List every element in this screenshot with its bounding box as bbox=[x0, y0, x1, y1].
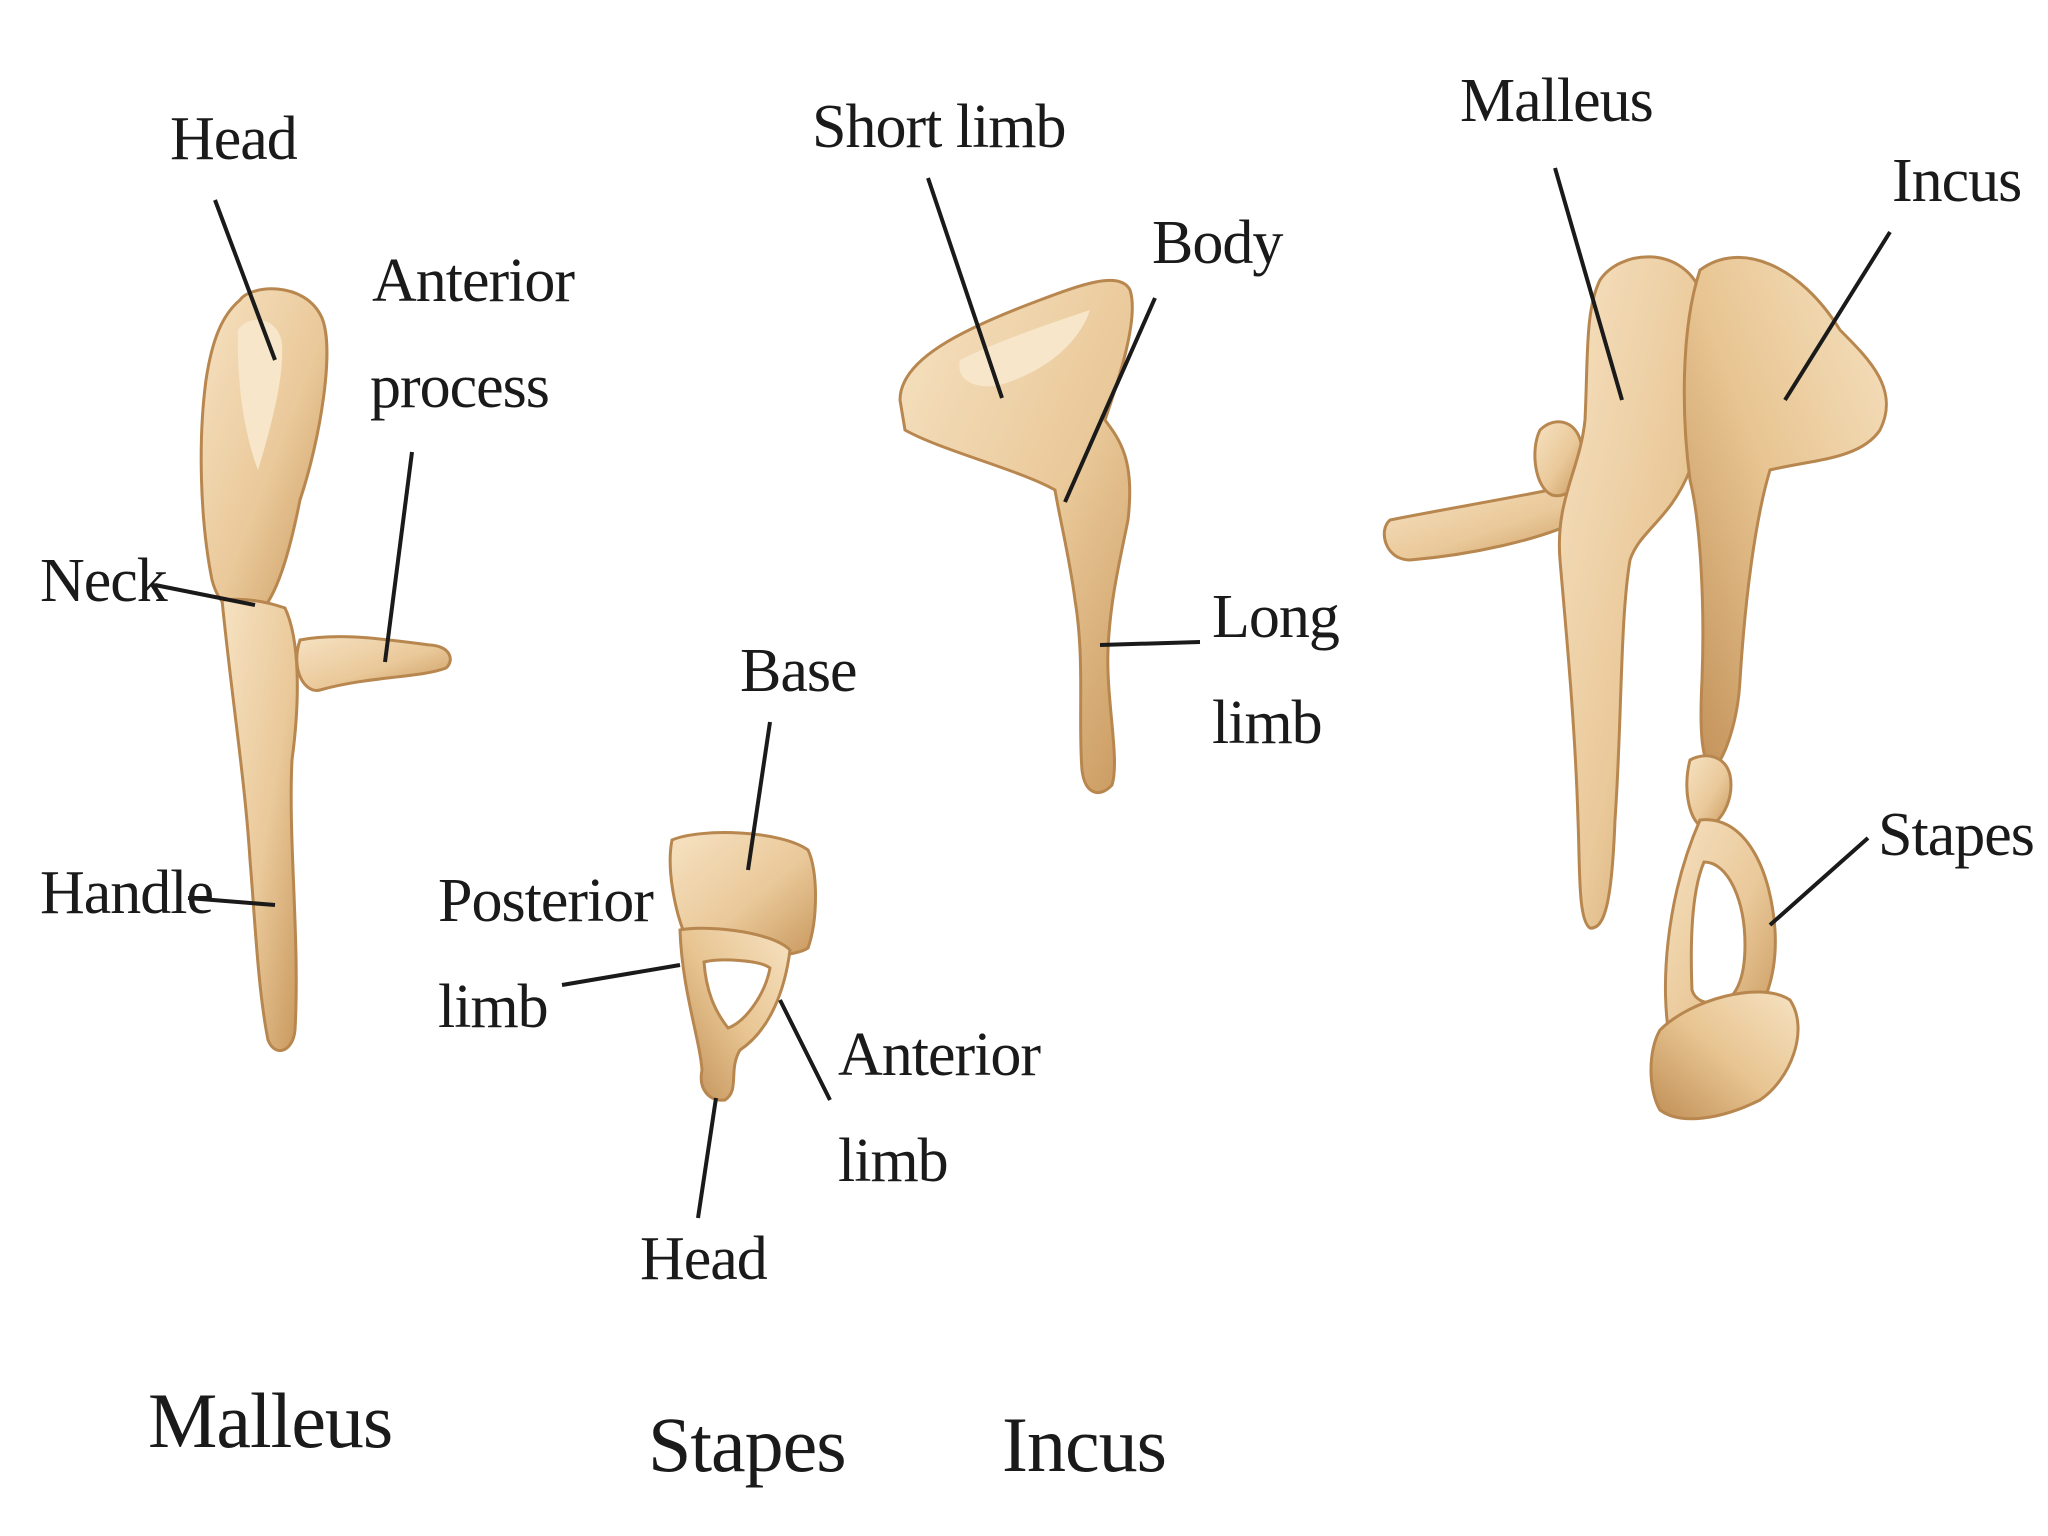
label-malleus-neck: Neck bbox=[40, 547, 168, 615]
label-malleus-handle: Handle bbox=[40, 859, 214, 927]
label-stapes-base: Base bbox=[740, 637, 858, 705]
label-incus-body: Body bbox=[1152, 209, 1283, 277]
label-stapes-posterior-limb-line2: limb bbox=[438, 973, 549, 1041]
caption-incus: Incus bbox=[1002, 1401, 1167, 1488]
caption-malleus: Malleus bbox=[148, 1377, 393, 1464]
leader-incus-body bbox=[1063, 297, 1157, 503]
leader-malleus-handle bbox=[187, 896, 276, 907]
label-malleus-anterior-process-line1: Anterior bbox=[372, 247, 575, 315]
leader-stapes-anterior-limb bbox=[778, 999, 832, 1101]
leader-malleus-neck bbox=[154, 583, 256, 607]
articulated-stapes-neck bbox=[1685, 754, 1733, 830]
leader-malleus-head bbox=[213, 199, 277, 361]
label-articulated-stapes: Stapes bbox=[1878, 801, 2035, 869]
label-stapes-anterior-limb-line2: limb bbox=[838, 1127, 949, 1195]
leader-stapes-base bbox=[746, 721, 772, 871]
leader-incus-long-limb bbox=[1099, 640, 1201, 647]
label-stapes-posterior-limb-line1: Posterior bbox=[438, 867, 654, 935]
leader-incus-short-limb bbox=[926, 177, 1004, 399]
leader-malleus-anterior-process bbox=[383, 451, 414, 663]
leader-stapes-posterior-limb bbox=[561, 963, 681, 987]
incus-body-shape bbox=[898, 278, 1134, 795]
leader-articulated-stapes bbox=[1768, 836, 1870, 927]
malleus-handle-shape bbox=[220, 597, 299, 1053]
label-stapes-anterior-limb-line1: Anterior bbox=[838, 1021, 1041, 1089]
label-stapes-head: Head bbox=[640, 1225, 768, 1293]
label-articulated-incus: Incus bbox=[1892, 147, 2022, 215]
malleus-head-highlight bbox=[237, 319, 283, 470]
label-articulated-malleus: Malleus bbox=[1460, 67, 1654, 135]
label-malleus-anterior-process-line2: process bbox=[370, 353, 550, 421]
label-incus-long-limb-line1: Long bbox=[1212, 583, 1340, 651]
incus-bone bbox=[898, 278, 1134, 795]
articulated-stapes-footplate bbox=[1649, 990, 1800, 1121]
malleus-bone bbox=[199, 287, 452, 1053]
stapes-limbs-shape bbox=[678, 926, 792, 1102]
leader-stapes-head bbox=[696, 1097, 718, 1219]
caption-stapes: Stapes bbox=[648, 1401, 847, 1488]
label-incus-short-limb: Short limb bbox=[812, 93, 1067, 161]
leader-lines bbox=[154, 167, 1892, 1219]
stapes-bone bbox=[668, 831, 817, 1102]
label-malleus-head: Head bbox=[170, 105, 298, 173]
articulated-ossicles bbox=[1382, 255, 1888, 1121]
leader-articulated-malleus bbox=[1553, 167, 1624, 401]
malleus-anterior-process-shape bbox=[295, 635, 452, 692]
articulated-incus-shape bbox=[1682, 255, 1888, 772]
label-incus-long-limb-line2: limb bbox=[1212, 689, 1323, 757]
stapes-base-shape bbox=[668, 831, 817, 958]
leader-articulated-incus bbox=[1783, 230, 1892, 402]
